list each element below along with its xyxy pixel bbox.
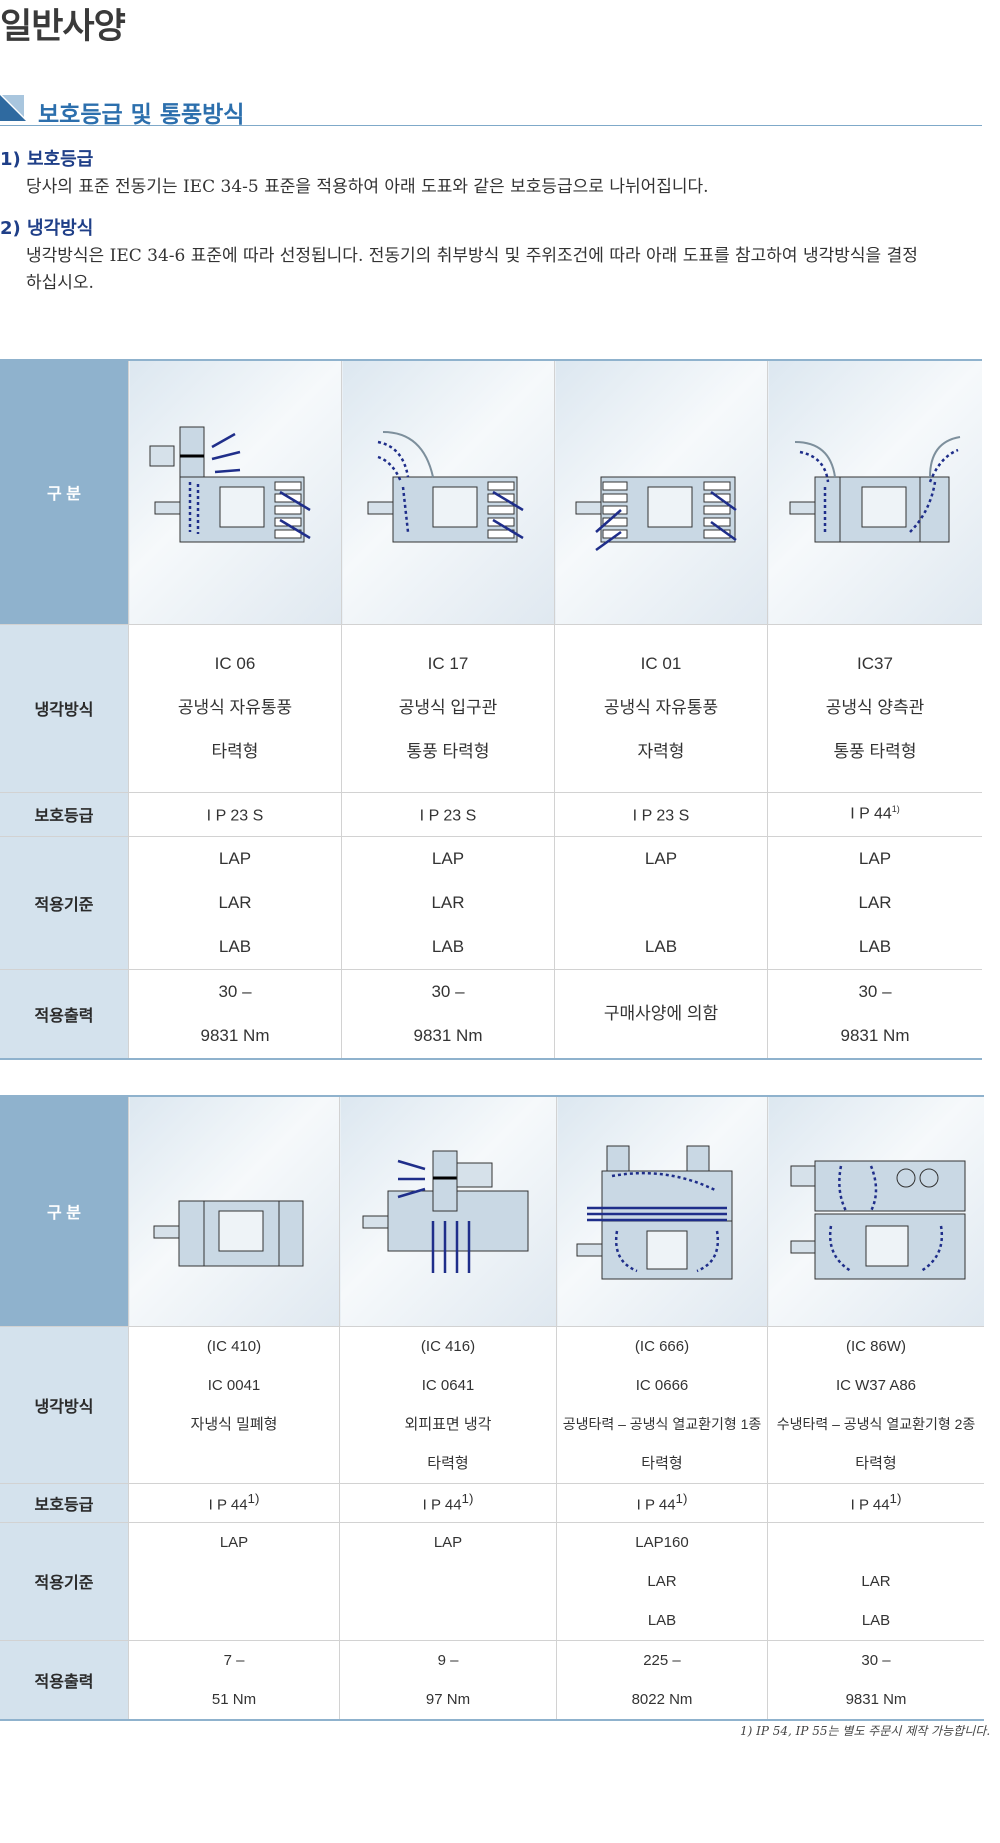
motor-ic416-icon	[362, 1150, 529, 1274]
protection-cell: I P 441)	[767, 792, 982, 837]
motor-ic410-icon	[153, 1200, 304, 1267]
protection-cell: I P 23 S	[341, 792, 555, 837]
cooling-diagram-cell	[339, 1095, 557, 1327]
protection-cell: I P 441)	[339, 1483, 557, 1523]
output-cell: 7 –51 Nm	[128, 1640, 340, 1721]
motor-ic06-icon	[149, 426, 311, 543]
cooling-diagram-cell	[128, 359, 342, 625]
footnote: 1) IP 54, IP 55는 별도 주문시 제작 가능합니다.	[740, 1724, 991, 1738]
protection-cell: I P 441)	[128, 1483, 340, 1523]
protection-cell: I P 441)	[556, 1483, 768, 1523]
protection-cell: I P 23 S	[554, 792, 768, 837]
spec-table-1: 구 분	[0, 359, 982, 1060]
output-cell: 30 –9831 Nm	[128, 969, 342, 1060]
output-cell: 30 –9831 Nm	[767, 969, 982, 1060]
motor-ic01-icon	[575, 476, 737, 552]
row-header-cooling: 냉각방식	[0, 1326, 129, 1484]
standard-cell: LAP	[339, 1522, 557, 1641]
output-cell: 30 –9831 Nm	[767, 1640, 984, 1721]
output-cell: 225 –8022 Nm	[556, 1640, 768, 1721]
cooling-diagram-cell	[767, 359, 982, 625]
row-header-output: 적용출력	[0, 1640, 129, 1721]
row-header-standard: 적용기준	[0, 836, 129, 970]
protection-cell: I P 23 S	[128, 792, 342, 837]
cooling-diagram-cell	[341, 359, 555, 625]
row-header-cooling: 냉각방식	[0, 624, 129, 793]
row-header-category: 구 분	[0, 1095, 129, 1327]
output-cell: 9 –97 Nm	[339, 1640, 557, 1721]
row-header-category: 구 분	[0, 359, 129, 625]
cooling-diagram-cell	[128, 1095, 340, 1327]
row-header-standard: 적용기준	[0, 1522, 129, 1641]
standard-cell: LAP	[128, 1522, 340, 1641]
motor-ic17-icon	[367, 431, 524, 543]
spec-table-2: 구 분	[0, 1095, 984, 1721]
row-header-output: 적용출력	[0, 969, 129, 1060]
item-body-protection: 당사의 표준 전동기는 IEC 34-5 표준을 적용하여 아래 도표와 같은 …	[26, 177, 709, 197]
cooling-diagram-cell	[767, 1095, 984, 1327]
cooling-diagram-cell	[556, 1095, 768, 1327]
item-title-protection: 1) 보호등급	[0, 149, 94, 170]
output-cell: 30 –9831 Nm	[341, 969, 555, 1060]
protection-cell: I P 441)	[767, 1483, 984, 1523]
output-cell: 구매사양에 의함	[554, 969, 768, 1060]
section-title: 보호등급 및 통풍방식	[38, 102, 245, 128]
motor-ic37-icon	[789, 436, 961, 543]
page-title: 일반사양	[0, 7, 126, 47]
row-header-protection: 보호등급	[0, 792, 129, 837]
item-title-cooling: 2) 냉각방식	[0, 218, 94, 239]
section-header: 보호등급 및 통풍방식	[0, 95, 982, 128]
motor-ic666-icon	[576, 1145, 733, 1280]
item-body-cooling: 냉각방식은 IEC 34-6 표준에 따라 선정됩니다. 전동기의 취부방식 및…	[26, 246, 918, 293]
cooling-diagram-cell	[554, 359, 768, 625]
motor-ic86w-icon	[790, 1160, 966, 1280]
row-header-protection: 보호등급	[0, 1483, 129, 1523]
